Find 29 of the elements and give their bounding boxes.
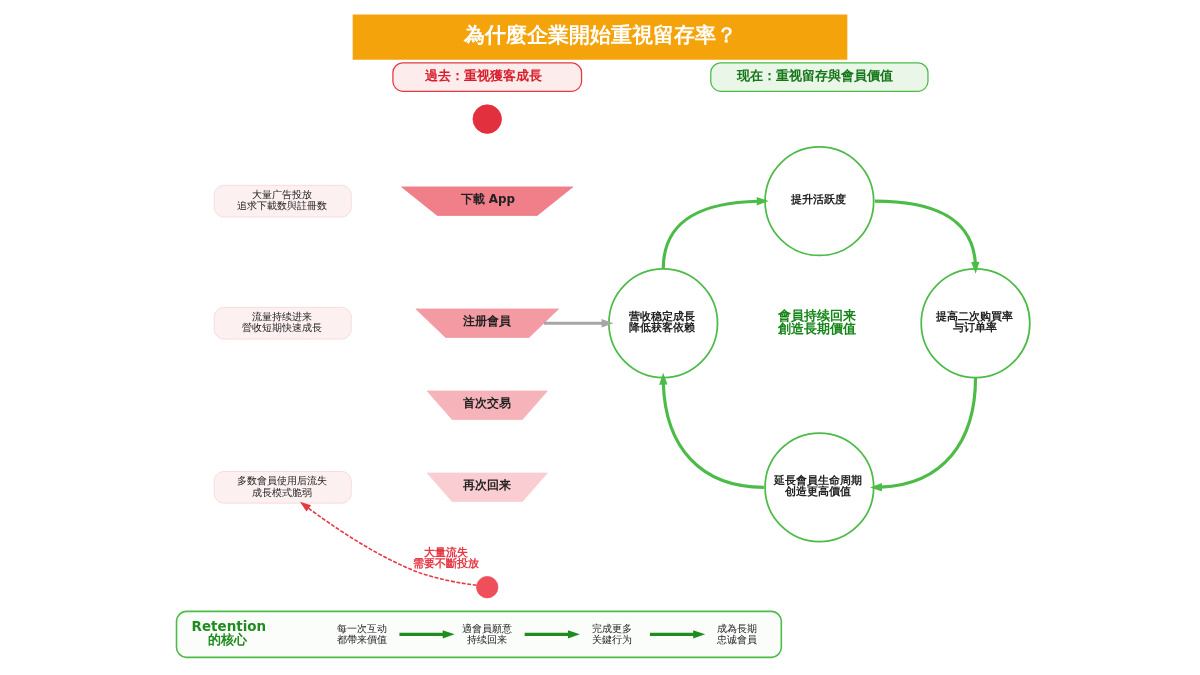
arrow — [543, 319, 614, 328]
node-text: 適會員願意持续回来 — [461, 621, 512, 645]
node-circle: 营收稳定成長降低获客依赖 — [608, 268, 719, 379]
arrow — [874, 199, 980, 274]
node-box: 流量持续进来營收短期快速成長 — [213, 307, 352, 340]
arrow — [524, 630, 580, 639]
arrow — [870, 377, 978, 492]
edge-label: 大量流失需要不斷投放 — [412, 546, 479, 571]
node-box: 多数會員使用后流失成長模式脆弱 — [213, 471, 352, 504]
arrow — [649, 630, 706, 639]
node-text: 每一次互动都帶来價值 — [336, 621, 387, 645]
node-box: 過去：重视獲客成長 — [392, 62, 583, 92]
node-person — [476, 576, 499, 599]
diagram-title: 為什麼企業開始重視留存率？ — [464, 22, 738, 47]
node-text: Retention 的核心 — [191, 617, 267, 648]
arrow — [299, 501, 478, 587]
node-box: 现在：重视留存與會員價值 — [710, 62, 929, 92]
arrow — [659, 372, 764, 489]
node-text: 成為長期忠诚會員 — [717, 621, 758, 645]
node-circle: 提高二次购買率与订单率 — [920, 268, 1031, 379]
node-circle: 延長會員生命周期创造更高價值 — [764, 432, 875, 543]
cluster — [175, 610, 783, 659]
node-circle: 提升活跃度 — [764, 146, 875, 257]
node-box: 大量广告投放追求下載数與註冊数 — [213, 184, 352, 218]
node-text: 完成更多关鍵行为 — [591, 621, 632, 645]
arrow — [399, 630, 455, 639]
node-person — [472, 104, 502, 134]
arrow — [661, 197, 769, 270]
label: 會員持续回来創造長期價值 — [778, 306, 857, 337]
